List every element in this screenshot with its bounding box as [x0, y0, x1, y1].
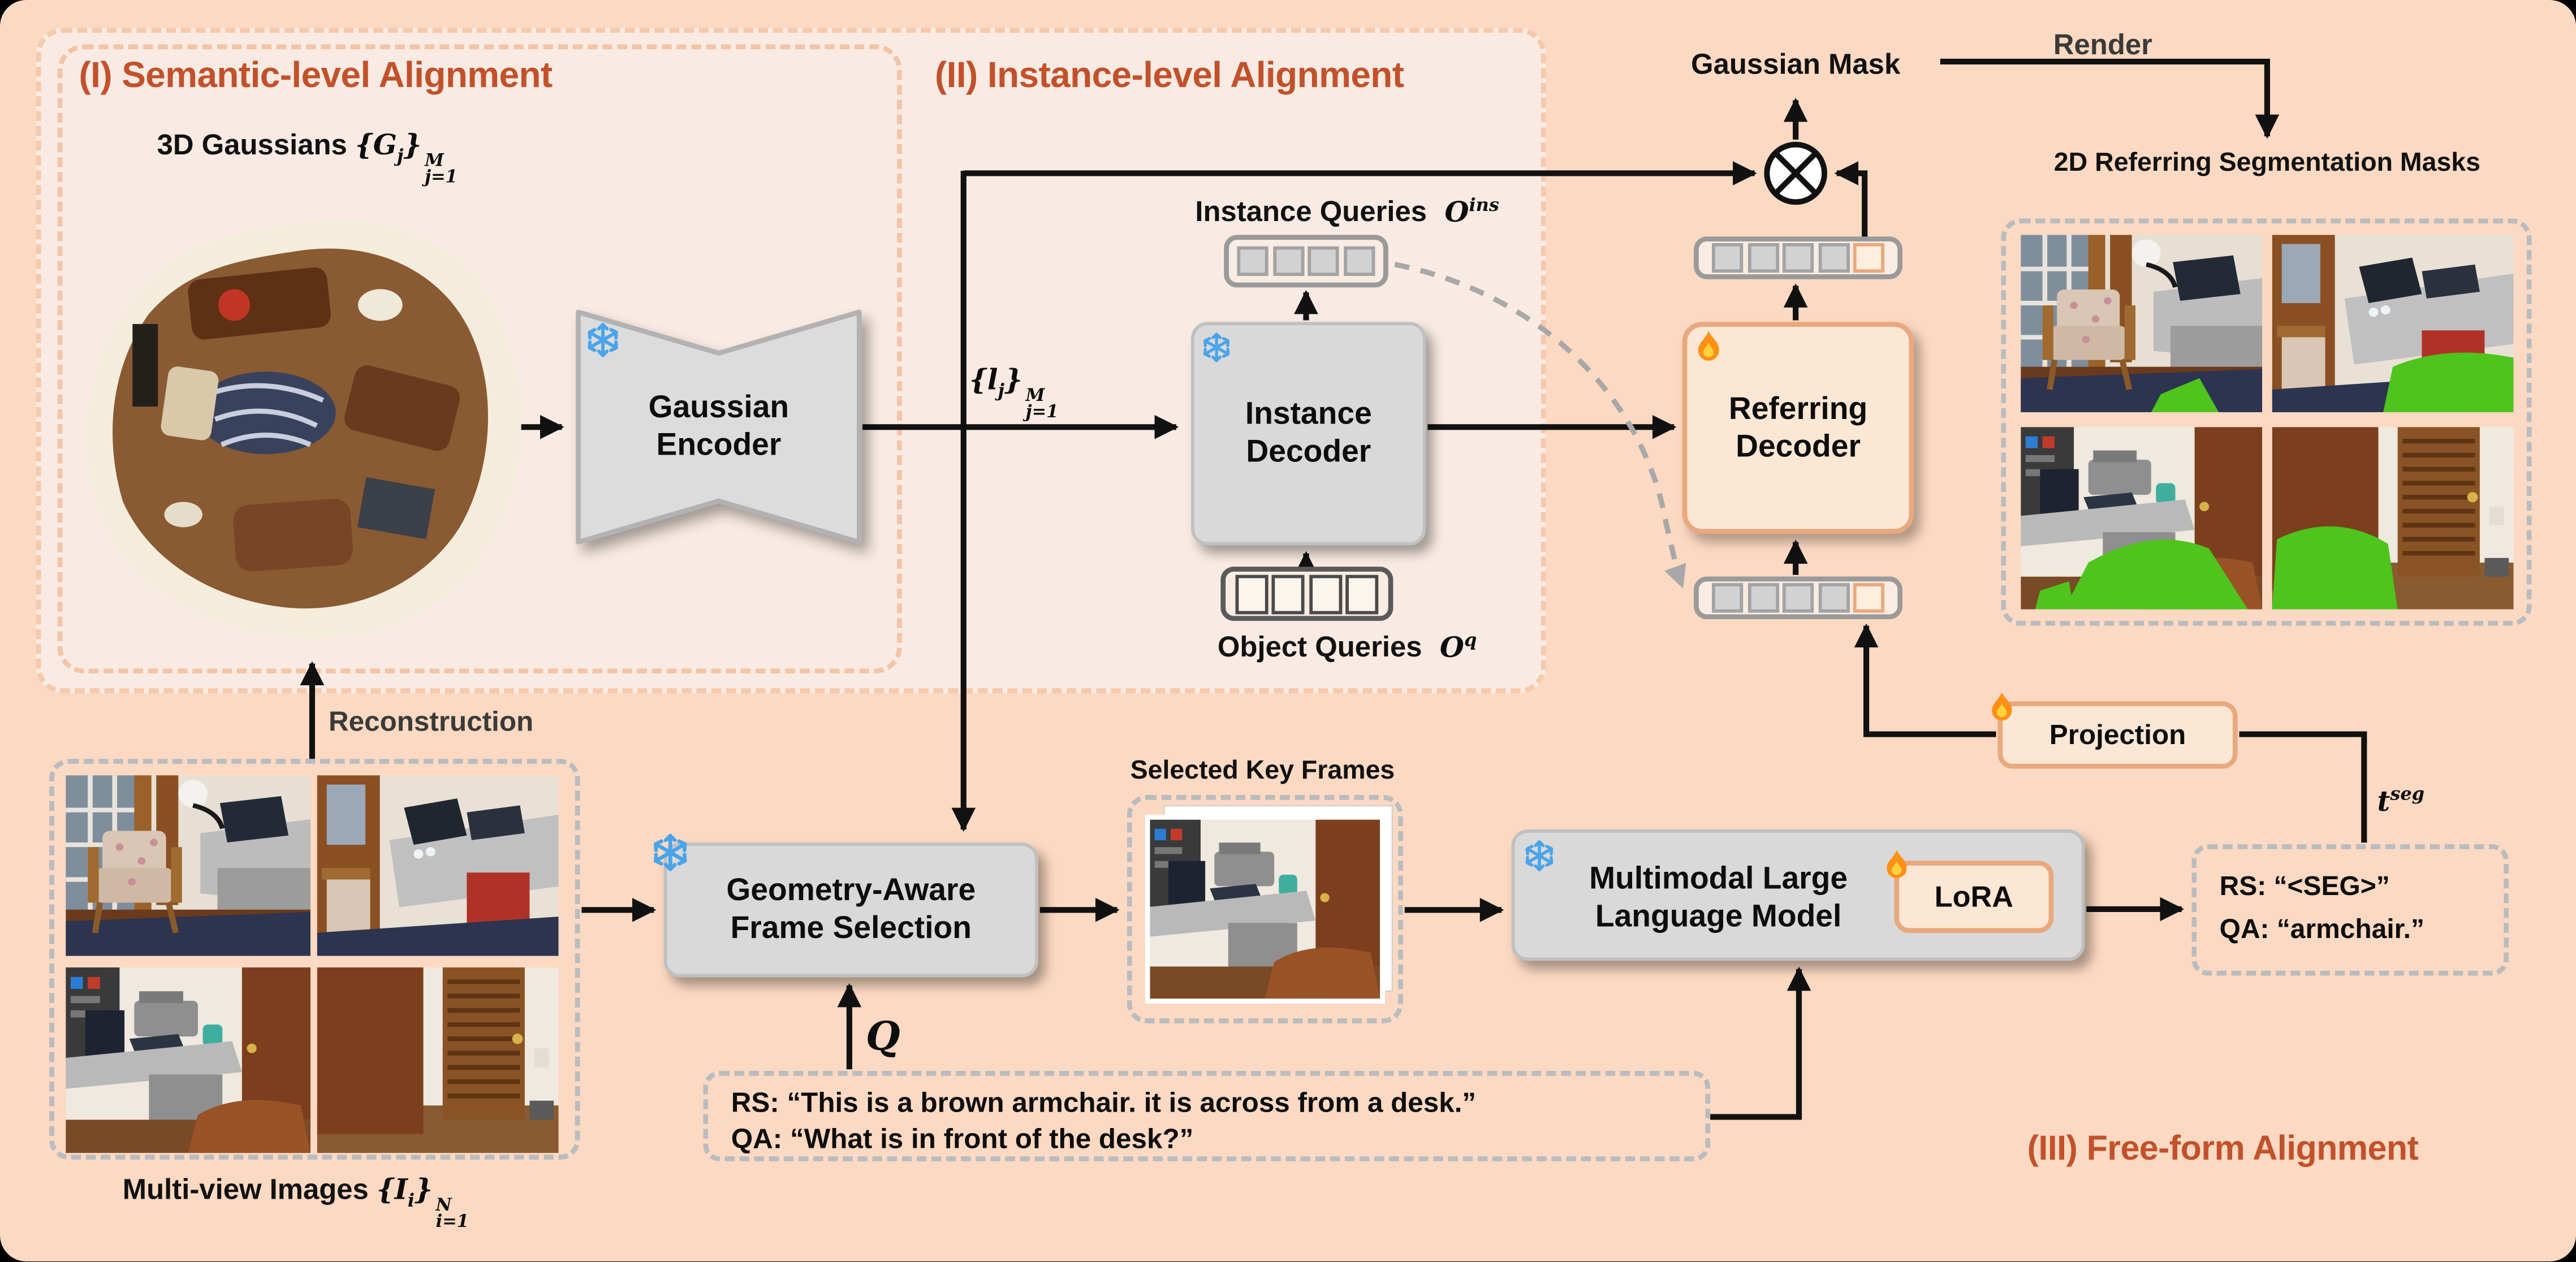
arrow-render-path — [1940, 58, 2280, 139]
query-symbol: Q — [865, 1012, 900, 1060]
mask-token-bar-input — [1694, 576, 1902, 620]
feature-token — [1712, 583, 1744, 613]
object-token — [1235, 574, 1268, 614]
mllm-line2: Language Model — [1595, 900, 1842, 935]
gaussians-topview-image — [69, 200, 545, 663]
mask-token-bar-output — [1694, 236, 1902, 279]
line-projection-to-segtoken — [1854, 623, 1996, 737]
gaussian-mask-label: Gaussian Mask — [1691, 47, 1901, 81]
multiview-photo-desk — [317, 775, 559, 956]
object-queries-symbol: Oq — [1439, 629, 1477, 665]
gaussians-text: 3D Gaussians — [157, 128, 347, 161]
selected-frames-label: Selected Key Frames — [1130, 757, 1395, 785]
geometry-frame-selection-block: Geometry-Aware Frame Selection — [663, 842, 1038, 978]
panel-semantic-alignment — [57, 44, 902, 674]
panel3-title: (III) Free-form Alignment — [2027, 1130, 2419, 1168]
object-token — [1309, 574, 1342, 614]
query-qa-text: QA: “What is in front of the desk?” — [731, 1123, 1194, 1155]
geometry-line1: Geometry-Aware — [726, 874, 976, 909]
mask-photo-desk — [2272, 235, 2514, 413]
query-token — [1237, 246, 1269, 276]
mask-photo-monitor — [2021, 427, 2263, 610]
instance-decoder-line2: Decoder — [1246, 435, 1371, 470]
keyframe-photo — [1145, 814, 1385, 1004]
instance-decoder-line1: Instance — [1245, 397, 1372, 433]
dashed-instance-queries-skip — [1394, 262, 1686, 589]
encoder-label-line1: Gaussian — [648, 391, 789, 426]
snowflake-icon — [1201, 332, 1232, 363]
feature-token — [1782, 243, 1814, 273]
instance-decoder-block: Instance Decoder — [1191, 322, 1426, 546]
tseg-symbol: tseg — [2377, 783, 2425, 819]
geometry-line2: Frame Selection — [730, 911, 972, 946]
projection-block: Projection — [1997, 701, 2238, 769]
object-token — [1345, 574, 1379, 614]
seg-token — [1853, 583, 1885, 613]
render-label: Render — [2053, 28, 2152, 61]
mllm-line1: Multimodal Large — [1589, 862, 1848, 897]
flame-icon — [1698, 331, 1719, 361]
gaussian-encoder-block: Gaussian Encoder — [575, 309, 862, 545]
query-rs-text: RS: “This is a brown armchair. it is acr… — [731, 1087, 1477, 1119]
flame-icon — [1887, 850, 1907, 879]
snowflake-icon — [650, 833, 690, 872]
mask-photo-door — [2272, 427, 2514, 610]
feature-token — [1712, 243, 1744, 273]
instance-queries-label: Instance Queries Oins — [1195, 193, 1499, 230]
query-prompt-box: RS: “This is a brown armchair. it is acr… — [703, 1071, 1711, 1161]
multiview-photo-armchair — [66, 775, 310, 956]
line-tseg-up — [2239, 731, 2367, 843]
segmentation-masks-box — [2001, 218, 2532, 626]
masks-title: 2D Referring Segmentation Masks — [2053, 149, 2481, 178]
snowflake-icon — [585, 322, 621, 358]
feature-token — [1747, 583, 1779, 613]
feature-token — [1747, 243, 1779, 273]
panel2-title: (II) Instance-level Alignment — [934, 54, 1404, 96]
result-qa-text: QA: “armchair.” — [2219, 915, 2424, 945]
multiview-images-box — [49, 759, 580, 1160]
multiview-photo-door — [317, 967, 559, 1153]
reconstruction-label: Reconstruction — [329, 706, 534, 738]
flame-icon — [1992, 692, 2012, 721]
feature-token — [1818, 583, 1849, 613]
query-token — [1308, 246, 1340, 276]
selected-frames-box — [1127, 795, 1403, 1023]
encoder-label-line2: Encoder — [656, 429, 782, 464]
result-output-box: RS: “<SEG>” QA: “armchair.” — [2191, 844, 2509, 976]
lora-block: LoRA — [1894, 861, 2054, 933]
arrow-prompt-to-mllm — [1710, 966, 1811, 1120]
result-rs-text: RS: “<SEG>” — [2219, 872, 2390, 902]
referring-decoder-line1: Referring — [1728, 391, 1868, 426]
panel1-title: (I) Semantic-level Alignment — [79, 54, 553, 96]
object-token — [1272, 574, 1305, 614]
multiply-icon — [1764, 141, 1827, 205]
object-queries-tokens — [1220, 567, 1393, 621]
referring-decoder-block: Referring Decoder — [1682, 322, 1914, 534]
instance-queries-tokens — [1224, 235, 1388, 288]
feature-token — [1782, 583, 1814, 613]
encoder-shape — [576, 309, 862, 545]
line-masktokens-to-multiply — [1834, 161, 1868, 239]
instance-queries-symbol: Oins — [1444, 193, 1499, 230]
projection-label: Projection — [2049, 719, 2186, 751]
snowflake-icon — [1523, 839, 1556, 872]
multiview-photo-monitor — [66, 967, 311, 1153]
seg-token — [1853, 243, 1885, 273]
feature-token — [1818, 243, 1849, 273]
referring-decoder-line2: Decoder — [1736, 429, 1861, 464]
lora-label: LoRA — [1934, 879, 2014, 913]
object-queries-label: Object Queries Oq — [1217, 629, 1477, 665]
mask-photo-armchair — [2021, 235, 2262, 413]
query-token — [1343, 246, 1375, 276]
query-token — [1272, 246, 1304, 276]
